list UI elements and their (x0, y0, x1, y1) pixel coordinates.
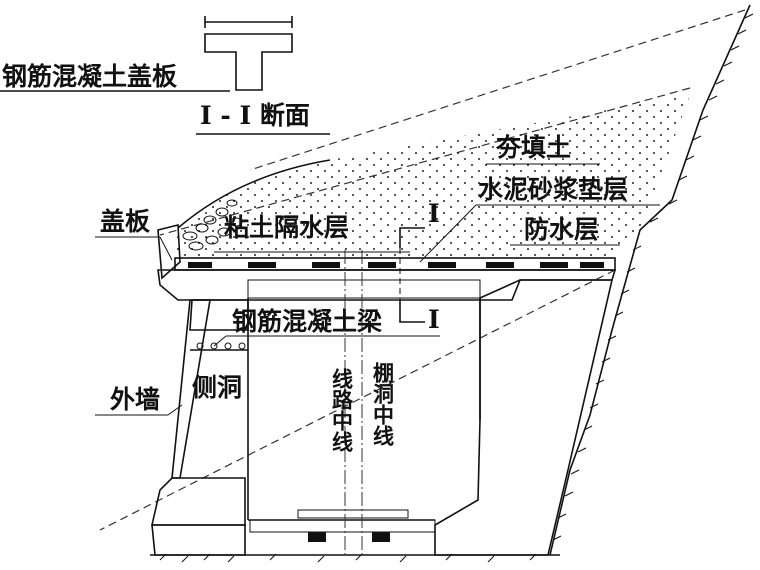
hillside-slope (549, 4, 754, 556)
clay-layer-label: 粘土隔水层 (224, 213, 349, 242)
section-title: Ⅰ - Ⅰ 断面 (200, 101, 310, 130)
roof-structure (157, 223, 617, 301)
rc-beam-label: 钢筋混凝土梁 (232, 307, 382, 336)
inner-wall-right (434, 279, 614, 556)
tunnel-opening (247, 298, 481, 542)
waterproof-blocks (188, 262, 604, 268)
section-mark-upper: Ⅰ (428, 199, 440, 228)
backfill-mound (175, 95, 690, 258)
cover-detail-label: 钢筋混凝土盖板 (2, 62, 177, 91)
cover-plate-detail (0, 16, 330, 135)
side-opening-label: 侧洞 (192, 373, 242, 402)
slope-ground-ticks (552, 13, 754, 541)
outer-wall-label: 外墙 (110, 385, 160, 414)
track-centerline-label: 线路中线 (330, 367, 355, 452)
mortar-bed-label: 水泥砂浆垫层 (478, 175, 628, 204)
center-lines (344, 250, 363, 555)
section-mark-lower: Ⅰ (428, 305, 440, 334)
waterproof-label: 防水层 (524, 215, 599, 244)
cover-plate-label: 盖板 (100, 207, 150, 236)
section-cut-marks (399, 227, 425, 323)
pebbles (182, 199, 243, 251)
leader-lines (95, 163, 660, 416)
backfill-label: 夯填土 (495, 133, 571, 162)
rails (297, 509, 409, 542)
ground-base (150, 553, 560, 563)
beam-anchors (196, 342, 246, 350)
outer-wall (150, 299, 249, 556)
shed-centerline-label: 棚洞中线 (371, 361, 396, 446)
